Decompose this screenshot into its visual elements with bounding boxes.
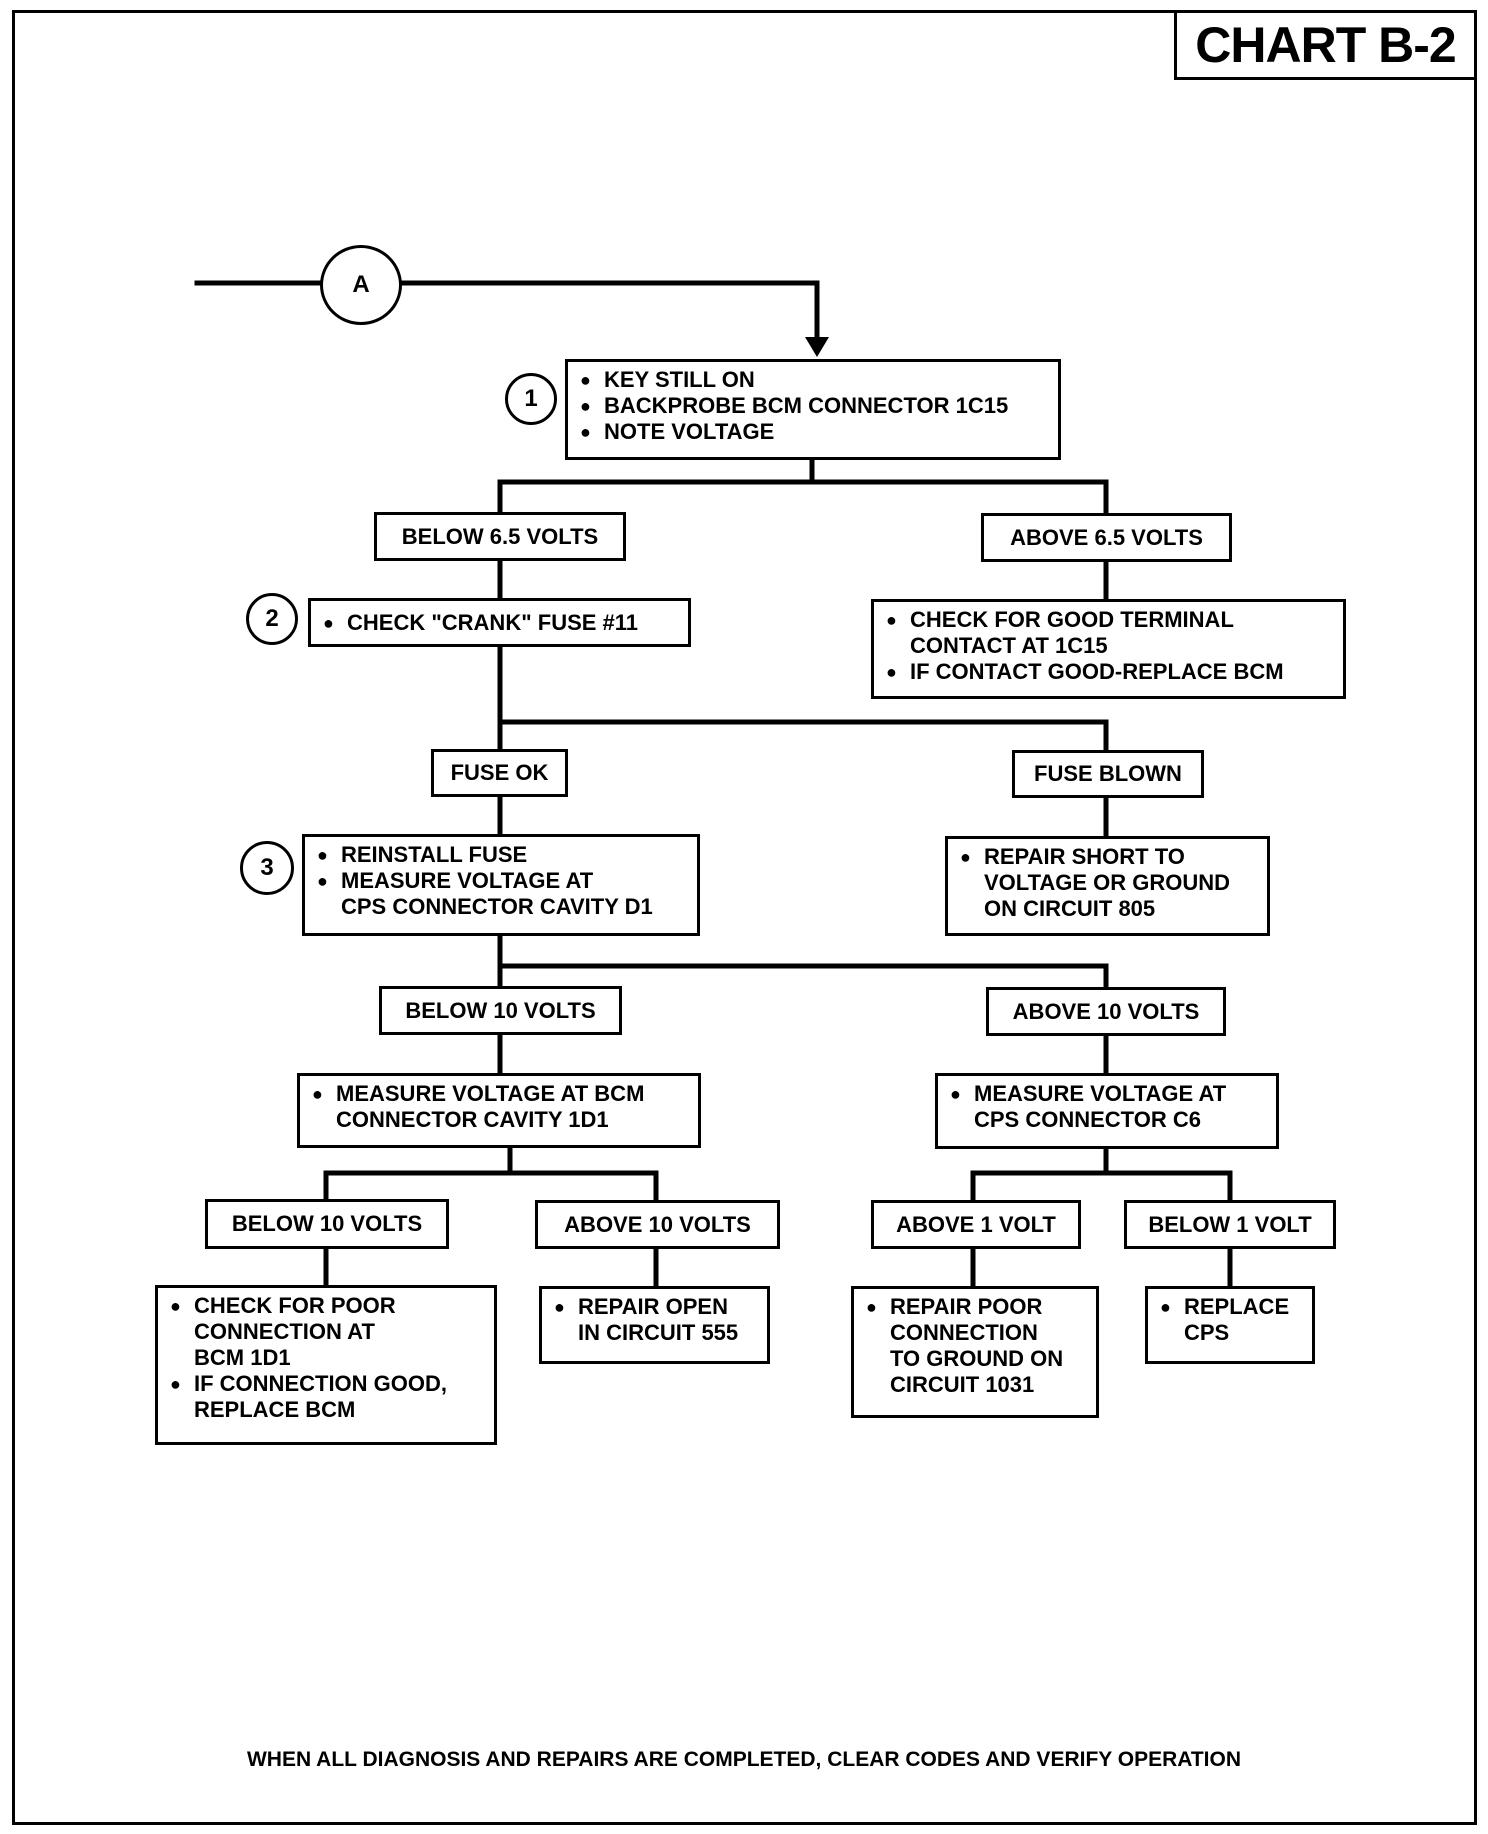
footer-instruction: WHEN ALL DIAGNOSIS AND REPAIRS ARE COMPL… [246,1748,1242,1771]
action-repair-open: REPAIR OPEN IN CIRCUIT 555 [539,1286,770,1364]
branch-above-10-volts-cps: ABOVE 10 VOLTS [986,987,1226,1036]
step-1-line-2: BACKPROBE BCM CONNECTOR 1C15 [580,393,1048,419]
branch-fuse-ok: FUSE OK [431,749,568,797]
connector-a-circle: A [320,245,402,325]
chart-title: CHART B-2 [1195,17,1456,73]
action-poor-connection: CHECK FOR POOR CONNECTION AT BCM 1D1 IF … [155,1285,497,1445]
branch-above-10-volts-bcm: ABOVE 10 VOLTS [535,1200,780,1249]
branch-below-1-volt: BELOW 1 VOLT [1124,1200,1336,1249]
action-measure-bcm: MEASURE VOLTAGE AT BCM CONNECTOR CAVITY … [297,1073,701,1148]
branch-below-10-volts-cps: BELOW 10 VOLTS [379,986,622,1035]
step-3-line-2: MEASURE VOLTAGE AT CPS CONNECTOR CAVITY … [317,868,687,920]
chart-title-box: CHART B-2 [1174,10,1477,80]
action-measure-cps: MEASURE VOLTAGE AT CPS CONNECTOR C6 [935,1073,1279,1149]
action-good-terminal: CHECK FOR GOOD TERMINAL CONTACT AT 1C15 … [871,599,1346,699]
step-2-box: CHECK "CRANK" FUSE #11 [308,598,691,647]
step-1-number: 1 [505,373,557,425]
action-replace-cps: REPLACE CPS [1145,1286,1315,1364]
flow-arrowhead [805,337,829,357]
step-3-box: REINSTALL FUSE MEASURE VOLTAGE AT CPS CO… [302,834,700,936]
branch-fuse-blown: FUSE BLOWN [1012,750,1204,798]
branch-below-6-5-volts: BELOW 6.5 VOLTS [374,512,626,561]
step-2-line-1: CHECK "CRANK" FUSE #11 [323,610,638,636]
branch-below-10-volts-bcm: BELOW 10 VOLTS [205,1199,449,1249]
action-repair-short: REPAIR SHORT TO VOLTAGE OR GROUND ON CIR… [945,836,1270,936]
branch-above-1-volt: ABOVE 1 VOLT [871,1200,1081,1249]
step-3-line-1: REINSTALL FUSE [317,842,687,868]
step-1-line-3: NOTE VOLTAGE [580,419,1048,445]
branch-above-6-5-volts: ABOVE 6.5 VOLTS [981,513,1232,562]
action-repair-ground: REPAIR POOR CONNECTION TO GROUND ON CIRC… [851,1286,1099,1418]
step-1-box: KEY STILL ON BACKPROBE BCM CONNECTOR 1C1… [565,359,1061,460]
step-3-number: 3 [240,841,294,895]
step-2-number: 2 [246,593,298,645]
connector-a-label: A [352,271,370,298]
page-frame [12,10,1477,1825]
step-1-line-1: KEY STILL ON [580,367,1048,393]
